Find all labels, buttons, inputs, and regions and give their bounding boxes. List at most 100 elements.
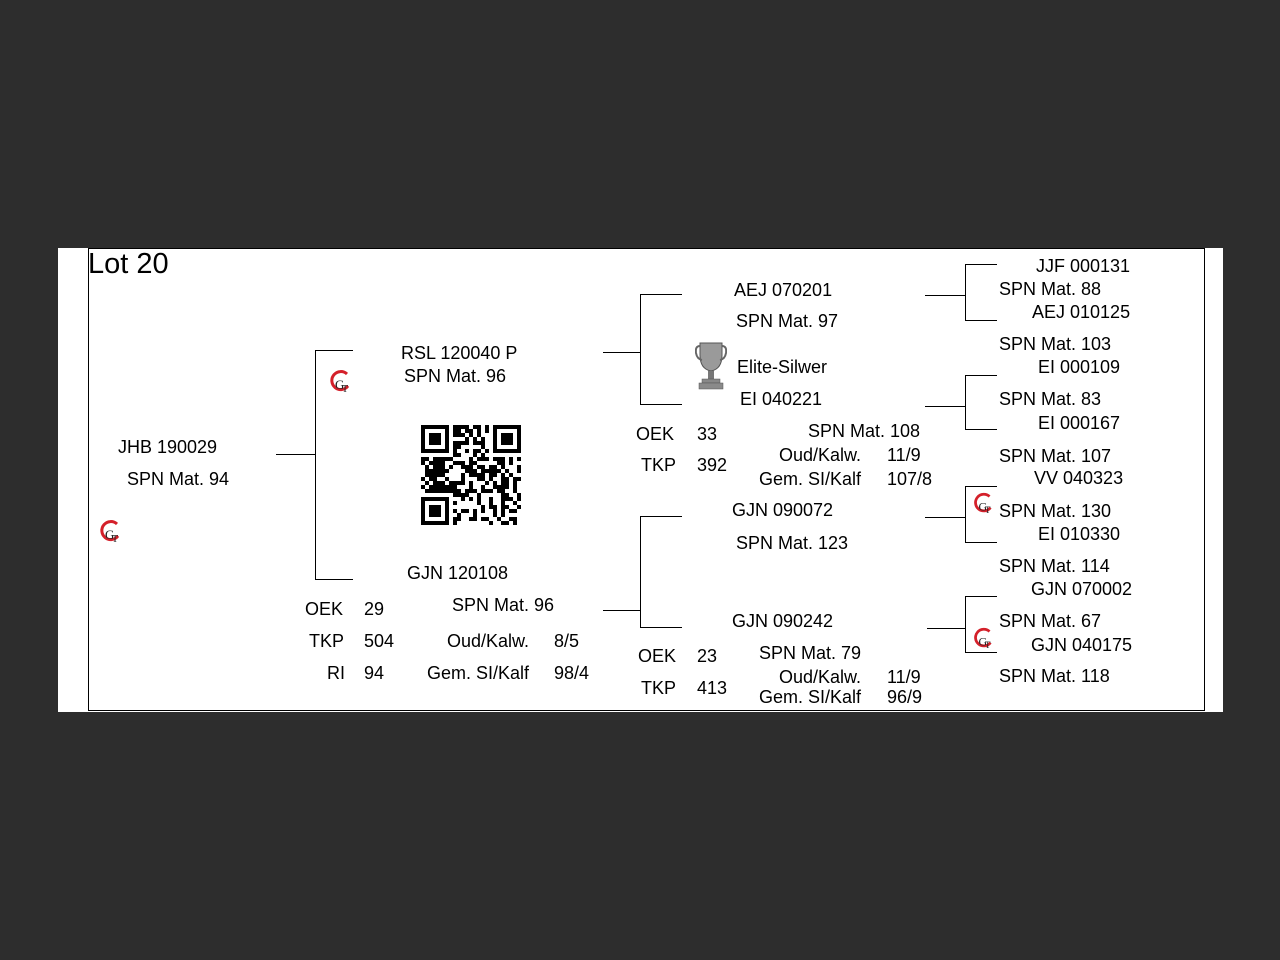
sire-dam-oud-label: Oud/Kalw. [779, 445, 862, 465]
connector [965, 264, 997, 265]
award-label: Elite-Silwer [737, 357, 828, 377]
svg-text:T: T [985, 505, 991, 515]
sire-id: RSL 120040 P [401, 343, 518, 363]
connector [315, 350, 316, 580]
svg-text:T: T [342, 384, 348, 394]
subject-spn: SPN Mat. 94 [127, 469, 230, 489]
svg-text:T: T [985, 640, 991, 650]
dam-gem-label: Gem. SI/Kalf [427, 663, 530, 683]
dam-dam-tkp-label: TKP [641, 678, 677, 698]
ggp-7-spn: SPN Mat. 67 [999, 611, 1102, 631]
connector [276, 454, 316, 455]
dam-oek-value: 29 [364, 599, 385, 619]
ggp-8-id: GJN 040175 [1031, 635, 1133, 655]
connector [603, 610, 641, 611]
dam-dam-oud-label: Oud/Kalw. [779, 667, 862, 687]
dam-dam-oek-label: OEK [638, 646, 677, 666]
sire-dam-tkp-label: TKP [641, 455, 677, 475]
trophy-icon [695, 341, 727, 391]
dam-dam-id: GJN 090242 [732, 611, 834, 631]
sire-dam-oud-value: 11/9 [887, 445, 921, 465]
sire-dam-id: EI 040221 [740, 389, 823, 409]
dam-tkp-value: 504 [364, 631, 395, 651]
dam-dam-oek-value: 23 [697, 646, 718, 666]
dam-dam-gem-label: Gem. SI/Kalf [759, 687, 862, 707]
dam-ri-value: 94 [364, 663, 385, 683]
sire-dam-spn: SPN Mat. 108 [808, 421, 921, 441]
sire-dam-gem-value: 107/8 [887, 469, 933, 489]
dam-dam-gem-value: 96/9 [887, 687, 923, 707]
connector [640, 627, 682, 628]
connector [965, 320, 997, 321]
sire-dam-tkp-value: 392 [697, 455, 728, 475]
dam-sire-id: GJN 090072 [732, 500, 834, 520]
subject-id: JHB 190029 [118, 437, 218, 457]
ggp-8-spn: SPN Mat. 118 [999, 666, 1110, 686]
ggp-5-id: VV 040323 [1034, 468, 1124, 488]
ggp-5-spn: SPN Mat. 130 [999, 501, 1112, 521]
connector [965, 486, 966, 542]
connector [965, 429, 997, 430]
dam-dam-oud-value: 11/9 [887, 667, 921, 687]
svg-text:T: T [112, 534, 118, 544]
ggp-2-id: AEJ 010125 [1032, 302, 1131, 322]
connector [925, 406, 966, 407]
sire-dam-oek-label: OEK [636, 424, 675, 444]
connector [965, 542, 997, 543]
ggp-1-spn: SPN Mat. 88 [999, 279, 1102, 299]
sire-sire-spn: SPN Mat. 97 [736, 311, 839, 331]
dam-spn: SPN Mat. 96 [452, 595, 555, 615]
svg-text:G: G [978, 499, 987, 513]
connector [965, 596, 966, 652]
svg-text:G: G [105, 527, 114, 542]
sire-spn: SPN Mat. 96 [404, 366, 507, 386]
connector [640, 516, 682, 517]
ggp-1-id: JJF 000131 [1036, 256, 1131, 276]
connector [927, 628, 966, 629]
ggp-6-spn: SPN Mat. 114 [999, 556, 1110, 576]
connector [965, 596, 997, 597]
connector [640, 516, 641, 628]
connector [965, 652, 997, 653]
qr-code-icon [421, 425, 521, 525]
connector [640, 294, 641, 404]
dam-oek-label: OEK [305, 599, 344, 619]
ggp-4-spn: SPN Mat. 107 [999, 446, 1112, 466]
lot-title: Lot 20 [88, 248, 169, 280]
connector [640, 404, 682, 405]
dam-sire-spn: SPN Mat. 123 [736, 533, 849, 553]
connector [925, 517, 966, 518]
dam-dam-spn: SPN Mat. 79 [759, 643, 862, 663]
connector [315, 350, 353, 351]
connector [640, 294, 682, 295]
ggp-7-id: GJN 070002 [1031, 579, 1133, 599]
connector [965, 264, 966, 320]
dam-ri-label: RI [327, 663, 345, 683]
sire-dam-oek-value: 33 [697, 424, 718, 444]
svg-text:G: G [978, 634, 987, 648]
connector [315, 579, 353, 580]
dam-id: GJN 120108 [407, 563, 509, 583]
dam-dam-tkp-value: 413 [697, 678, 728, 698]
ggp-3-id: EI 000109 [1038, 357, 1121, 377]
ggp-3-spn: SPN Mat. 83 [999, 389, 1102, 409]
dam-oud-label: Oud/Kalw. [447, 631, 530, 651]
dam-tkp-label: TKP [309, 631, 345, 651]
ggp-6-id: EI 010330 [1038, 524, 1121, 544]
svg-text:G: G [335, 377, 344, 392]
ggp-2-spn: SPN Mat. 103 [999, 334, 1112, 354]
sire-sire-id: AEJ 070201 [734, 280, 833, 300]
connector [965, 486, 997, 487]
connector [925, 295, 966, 296]
dam-gem-value: 98/4 [554, 663, 590, 683]
sire-dam-gem-label: Gem. SI/Kalf [759, 469, 862, 489]
connector [603, 352, 641, 353]
connector [965, 375, 997, 376]
connector [965, 375, 966, 429]
dam-oud-value: 8/5 [554, 631, 580, 651]
ggp-4-id: EI 000167 [1038, 413, 1121, 433]
